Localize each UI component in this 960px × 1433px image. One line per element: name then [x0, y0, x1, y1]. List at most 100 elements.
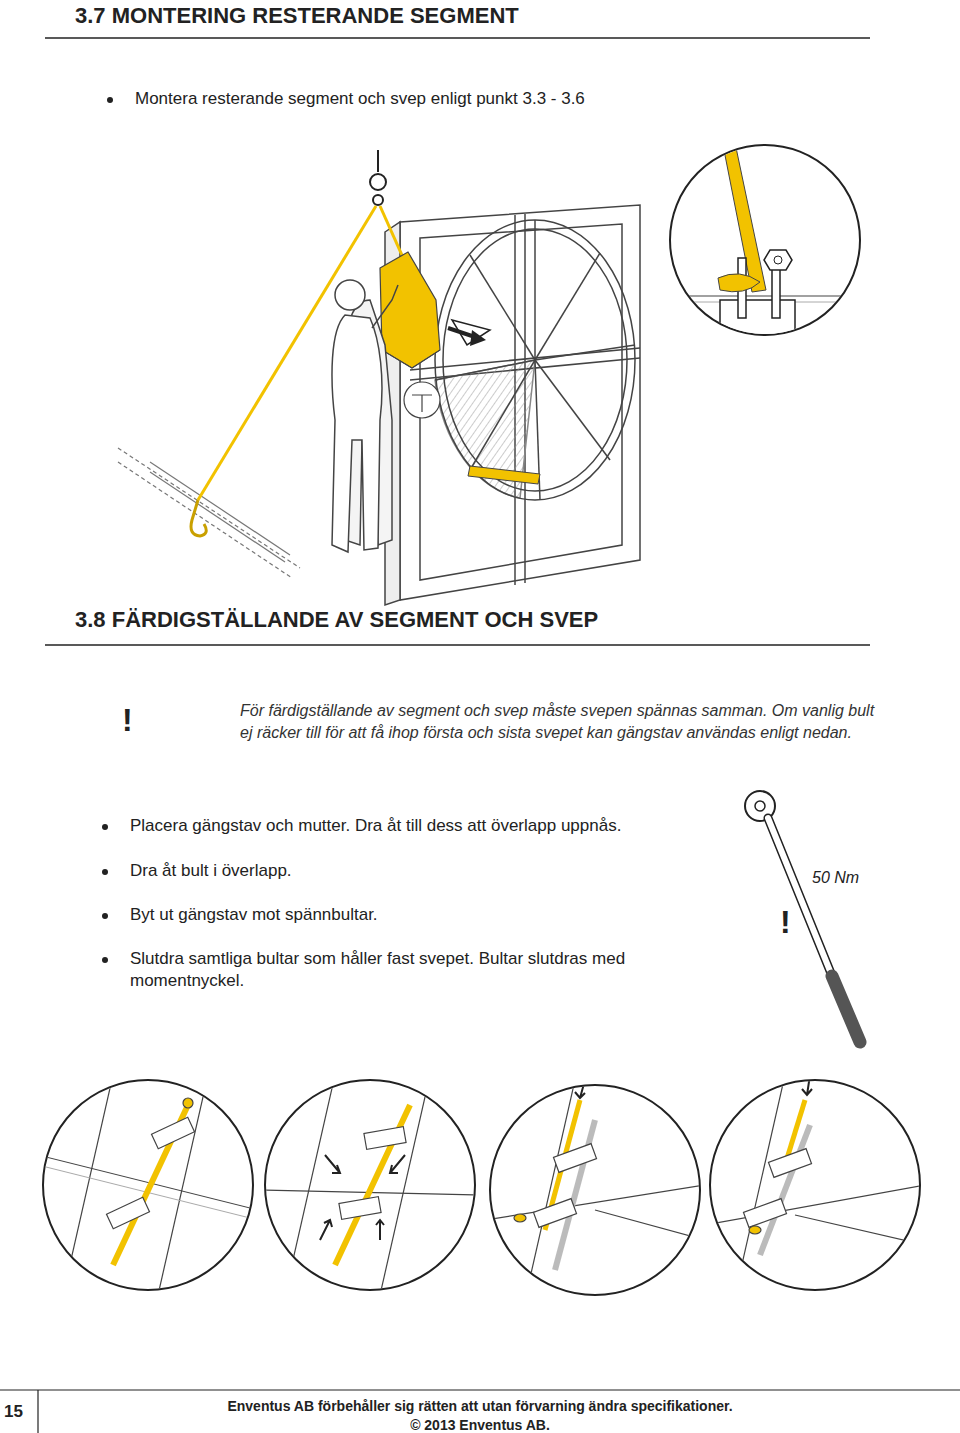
step-circle: [335, 1105, 410, 1265]
torque-value: 50 Nm: [812, 868, 932, 889]
page-heading: 3.7 MONTERING RESTERANDE SEGMENT: [75, 2, 895, 31]
step-circle: [390, 1155, 405, 1173]
rotor-wheel: [435, 220, 635, 500]
yellow-bar: [468, 466, 540, 484]
step-circle: [485, 1080, 705, 1300]
section-heading: 3.8 FÄRDIGSTÄLLANDE AV SEGMENT OCH SVEP: [75, 606, 875, 635]
step-circle: [802, 1075, 812, 1095]
technician: [335, 280, 365, 310]
ground-beam: [150, 472, 285, 562]
step-circle: [38, 1075, 258, 1295]
ground-beam: [118, 462, 292, 578]
step-circle: [705, 1075, 925, 1295]
step-circle: [265, 1080, 475, 1290]
technician: [332, 315, 382, 552]
step-circle: [376, 1220, 384, 1240]
yellow-bar: [468, 466, 540, 484]
step-circle: [768, 1149, 811, 1178]
step-circle: [555, 1120, 595, 1270]
step-circle: [485, 1080, 705, 1300]
zoom-marker: [404, 382, 440, 418]
step-circle: [380, 1075, 430, 1295]
step-circle: [320, 1220, 332, 1240]
rotor-wheel: [435, 220, 635, 500]
step-circle: [743, 1199, 786, 1228]
step-circle: [575, 1080, 585, 1098]
segment-arrow: [448, 320, 490, 346]
crane-rope: [380, 206, 405, 262]
step-circle: [38, 1075, 258, 1295]
detail-circle: [718, 274, 760, 292]
warning-symbol: !: [780, 902, 800, 944]
step-circle: [710, 1080, 920, 1290]
step-circle: [533, 1199, 576, 1228]
bullet-text: Placera gängstav och mutter. Dra åt till…: [130, 815, 740, 837]
step-circle: [525, 1080, 575, 1300]
bullet-text: Byt ut gängstav mot spännbultar.: [130, 904, 690, 926]
bullet-text: Montera resterande segment och svep enli…: [135, 88, 755, 110]
bullet-text: Slutdra samtliga bultar som håller fast …: [130, 948, 700, 992]
crane-rope: [373, 195, 383, 205]
rotor-segment: [380, 252, 440, 368]
technician: [332, 280, 398, 552]
rotor-frame: [400, 205, 640, 600]
heading-rule: [45, 37, 870, 39]
step-circle: [158, 1075, 208, 1295]
rotor-wheel: [535, 360, 610, 460]
detail-circle: [720, 300, 795, 340]
step-circle: [795, 1215, 925, 1245]
step-circle: [514, 1214, 526, 1222]
step-circle: [760, 1125, 810, 1255]
step-circle: [735, 1075, 785, 1295]
rotor-wheel: [435, 360, 535, 380]
warning-symbol: !: [122, 700, 152, 742]
step-circle: [38, 1155, 258, 1210]
detail-circle: [660, 295, 870, 296]
rotor-segment: [382, 350, 440, 368]
step-circle: [595, 1210, 705, 1240]
ground-beam: [118, 448, 300, 568]
ground-beam: [118, 448, 300, 578]
step-circle: [749, 1226, 761, 1234]
warning-note: För färdigställande av segment och svep …: [240, 700, 880, 745]
torque-wrench: [755, 801, 765, 811]
heading-rule: [45, 644, 870, 646]
torque-wrench: [745, 791, 860, 1042]
step-circle: [364, 1127, 406, 1150]
heading-rule: [45, 38, 870, 645]
rotor-wheel: [470, 360, 535, 470]
zoom-marker: [404, 382, 440, 418]
bullet-text: Dra åt bult i överlapp.: [130, 860, 690, 882]
segment-arrow: [470, 330, 486, 346]
rotor-frame: [420, 224, 622, 580]
step-circle: [106, 1197, 149, 1228]
step-circle: [151, 1117, 194, 1148]
step-circle: [339, 1197, 381, 1220]
torque-wrench: [832, 976, 860, 1042]
footer-rule: [0, 1389, 960, 1390]
rotor-wheel: [535, 253, 600, 360]
rotor-wheel: [534, 220, 536, 360]
step-circle: [63, 1075, 113, 1295]
step-circle: [490, 1085, 700, 1295]
rotor-wheel: [470, 255, 535, 360]
footer-rule: [37, 1390, 38, 1433]
rotor-wheel: [535, 345, 635, 360]
footer-text: Enventus AB förbehåller sig rätten att u…: [160, 1397, 800, 1415]
step-circle: [325, 1155, 340, 1173]
step-circle: [43, 1080, 253, 1290]
step-circle: [705, 1075, 925, 1295]
rotor-segment: [380, 252, 440, 368]
zoom-marker: [412, 395, 432, 412]
step-circle: [260, 1075, 480, 1295]
detail-circle: [660, 138, 870, 340]
technician: [372, 285, 398, 328]
detail-circle: [660, 138, 870, 340]
step-circle: [183, 1098, 193, 1108]
step-circle: [553, 1144, 596, 1173]
crane-rope: [377, 150, 379, 172]
detail-circle: [774, 256, 782, 264]
page-number: 15: [4, 1401, 36, 1423]
crane-rope: [370, 174, 386, 190]
